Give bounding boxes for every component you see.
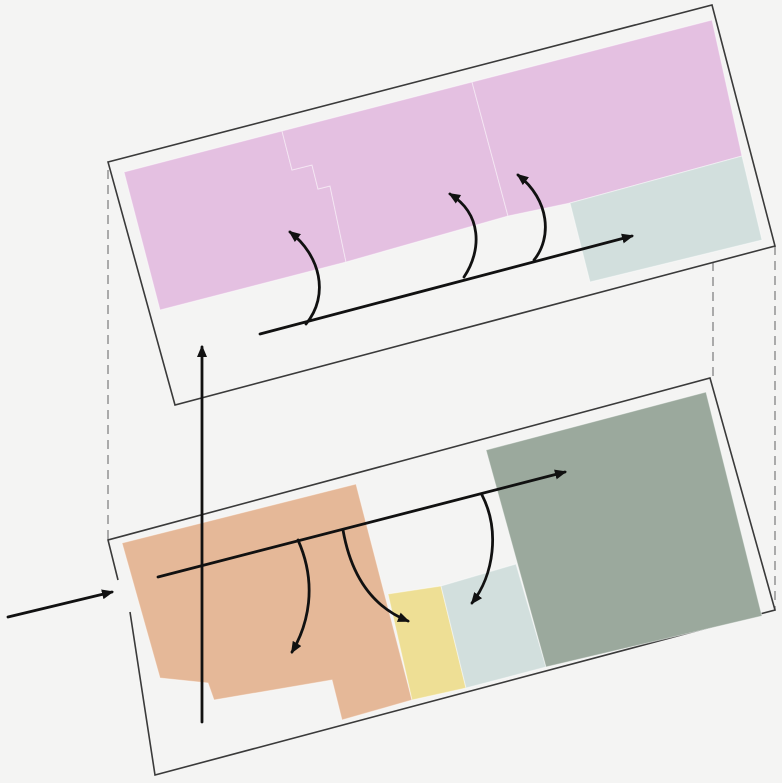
- ground-branch-arrow-2: [341, 528, 410, 623]
- entry-room: [121, 483, 413, 721]
- upper-branch-arrow-1: [288, 230, 321, 326]
- entry-arrow: [6, 589, 114, 619]
- upper-floor-outline: [107, 4, 776, 406]
- ground-branch-arrow-1: [290, 538, 311, 654]
- upper-branch-arrow-2: [448, 192, 478, 279]
- ground-main-axis-arrow: [156, 469, 567, 579]
- large-room: [485, 391, 763, 668]
- circulation-arrows: [6, 173, 634, 724]
- ground-floor-outline: [107, 377, 776, 777]
- upper-floor: [107, 4, 776, 406]
- ground-floor: [107, 377, 776, 777]
- ground-branch-arrow-3: [470, 493, 494, 605]
- projection-lines: [107, 170, 776, 610]
- upper-room-corner: [569, 155, 763, 283]
- upper-branch-arrow-3: [516, 173, 547, 262]
- upper-main-axis-arrow: [258, 233, 634, 336]
